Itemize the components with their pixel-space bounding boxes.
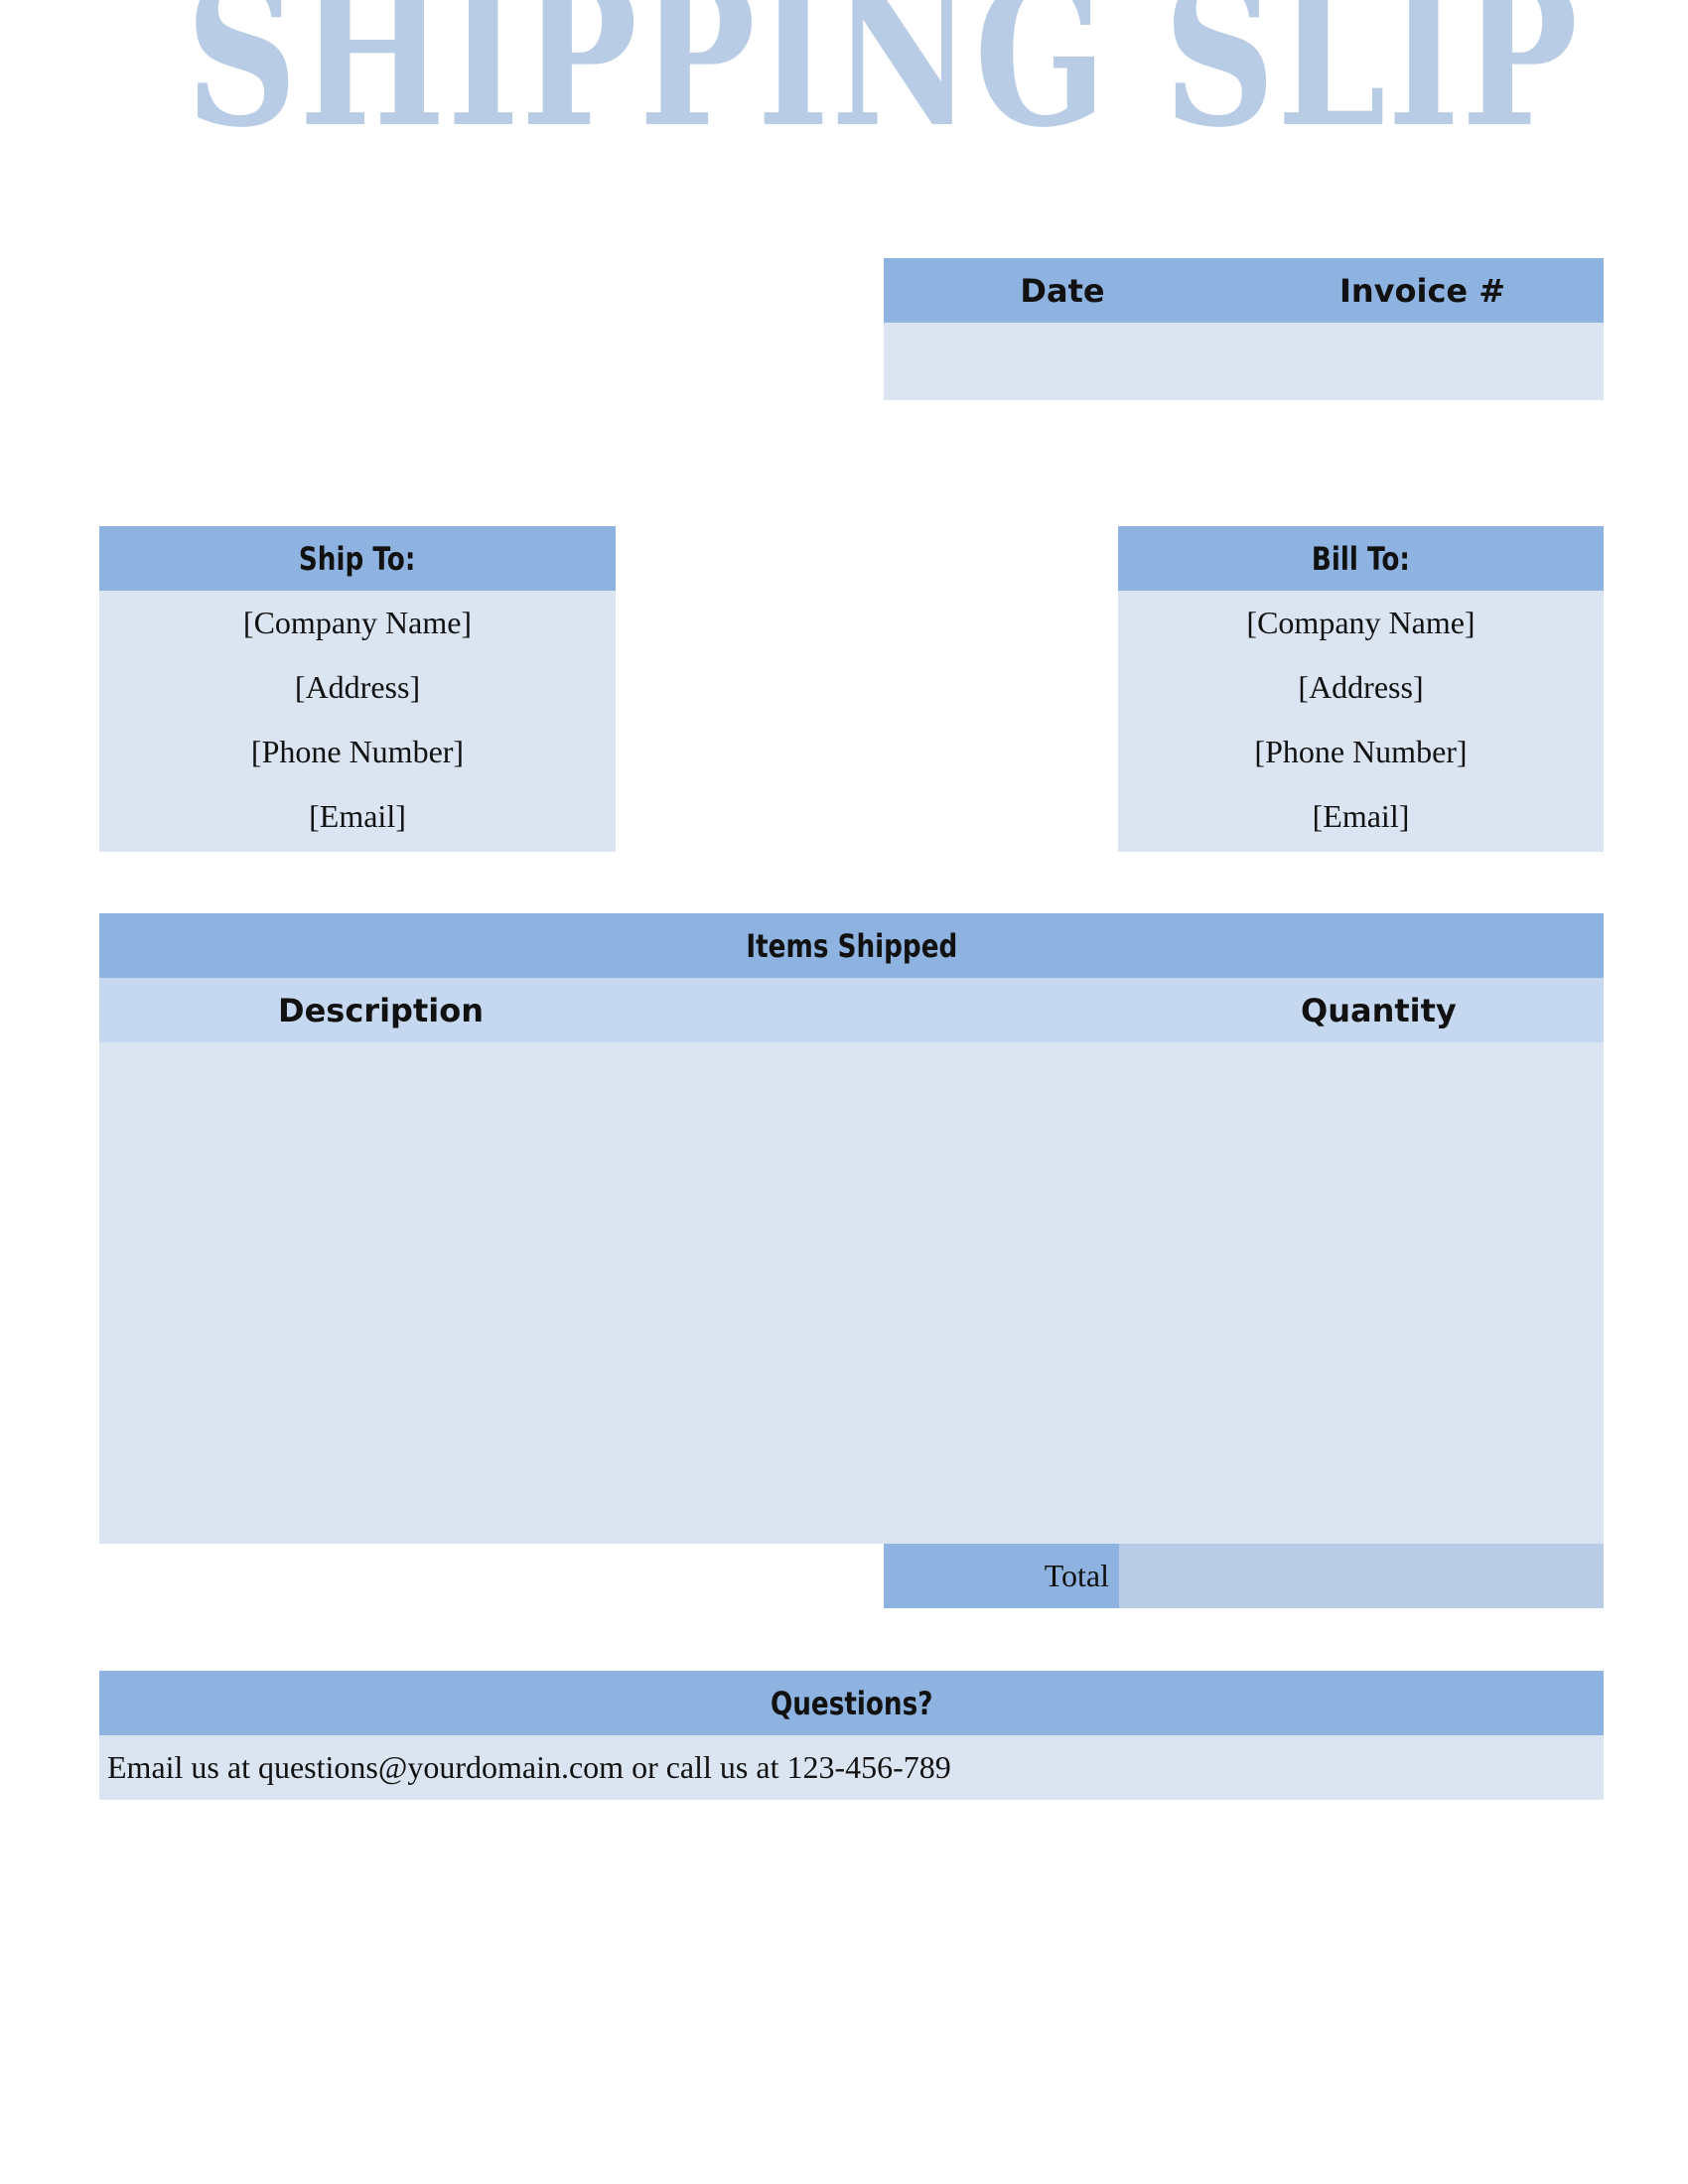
bill-to-email[interactable]: [Email] bbox=[1312, 798, 1410, 834]
date-invoice-box: Date Invoice # bbox=[884, 258, 1604, 400]
items-column-header-row: Description Quantity bbox=[99, 978, 1604, 1042]
bill-to-heading: Bill To: bbox=[1311, 539, 1411, 578]
questions-text: Email us at questions@yourdomain.com or … bbox=[99, 1735, 1604, 1800]
quantity-label: Quantity bbox=[1301, 991, 1457, 1029]
questions-heading: Questions? bbox=[770, 1684, 933, 1722]
date-invoice-header bbox=[884, 258, 1604, 323]
questions-header: Questions? bbox=[99, 1671, 1604, 1735]
bill-to-company[interactable]: [Company Name] bbox=[1246, 605, 1476, 640]
ship-to-company[interactable]: [Company Name] bbox=[242, 605, 473, 640]
ship-to-body: [Company Name] [Address] [Phone Number] … bbox=[99, 591, 616, 852]
bill-to-phone[interactable]: [Phone Number] bbox=[1254, 734, 1468, 769]
items-shipped-heading: Items Shipped bbox=[746, 926, 957, 965]
bill-to-box: Bill To: [Company Name] [Address] [Phone… bbox=[1118, 526, 1604, 852]
date-invoice-value-row[interactable] bbox=[884, 323, 1604, 400]
bill-to-address[interactable]: [Address] bbox=[1298, 669, 1424, 705]
ship-to-phone[interactable]: [Phone Number] bbox=[250, 734, 465, 769]
bill-to-header: Bill To: bbox=[1118, 526, 1604, 591]
description-column-header: Description bbox=[278, 978, 484, 1042]
ship-to-heading: Ship To: bbox=[299, 539, 416, 578]
quantity-column-header: Quantity bbox=[1301, 978, 1457, 1042]
items-shipped-header: Items Shipped bbox=[99, 913, 1604, 978]
ship-to-email[interactable]: [Email] bbox=[309, 798, 406, 834]
ship-to-box: Ship To: [Company Name] [Address] [Phone… bbox=[99, 526, 616, 852]
date-label-cell: Date bbox=[884, 258, 1241, 323]
invoice-label: Invoice # bbox=[1338, 271, 1506, 310]
items-shipped-table: Items Shipped Description Quantity bbox=[99, 913, 1604, 1544]
items-body[interactable] bbox=[99, 1042, 1604, 1544]
questions-box: Questions? Email us at questions@yourdom… bbox=[99, 1671, 1604, 1800]
date-label: Date bbox=[1020, 271, 1105, 310]
ship-to-header: Ship To: bbox=[99, 526, 616, 591]
document-title: SHIPPING SLIP bbox=[186, 0, 1580, 172]
bill-to-body: [Company Name] [Address] [Phone Number] … bbox=[1118, 591, 1604, 852]
total-value-field[interactable] bbox=[1119, 1544, 1604, 1608]
description-label: Description bbox=[278, 991, 484, 1029]
invoice-label-cell: Invoice # bbox=[1241, 258, 1604, 323]
ship-to-address[interactable]: [Address] bbox=[294, 669, 421, 705]
total-label: Total bbox=[884, 1544, 1119, 1608]
